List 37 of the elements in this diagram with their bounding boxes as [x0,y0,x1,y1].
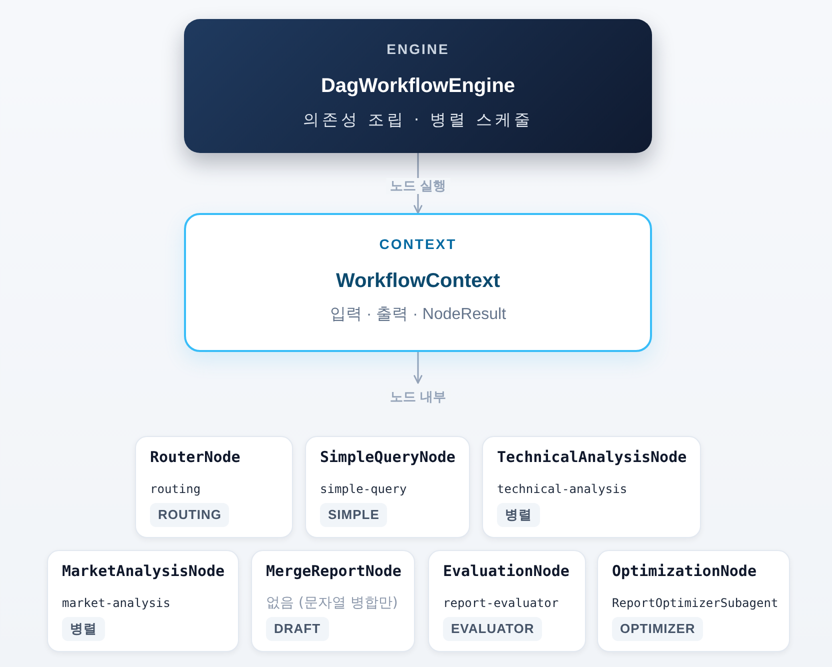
box-subtitle: 의존성 조립 · 병렬 스케줄 [302,109,534,131]
node-card [305,436,470,538]
arrow [414,352,422,384]
node-card [597,550,790,652]
box-subtitle: 입력 · 출력 · NodeResult [330,305,506,325]
node-card [47,550,239,652]
card-title: OptimizationNode [612,561,756,581]
tag-badge: EVALUATOR [443,617,542,641]
tag-badge: SIMPLE [320,503,388,527]
card-title: MarketAnalysisNode [62,561,225,581]
section-label: ENGINE [386,40,450,58]
card-subtitle: 없음 (문자열 병합만) [266,595,398,611]
card-subtitle: ReportOptimizerSubagent [612,595,778,611]
card-subtitle: routing [150,481,201,497]
tag-badge: 병렬 [62,617,105,641]
engine-box [184,19,652,153]
node-card [428,550,586,652]
tag-badge: DRAFT [266,617,329,641]
card-title: MergeReportNode [266,561,402,581]
card-subtitle: report-evaluator [443,595,559,611]
section-label: CONTEXT [379,235,457,253]
card-title: RouterNode [150,447,240,467]
tag-badge: ROUTING [150,503,230,527]
card-title: SimpleQueryNode [320,447,456,467]
box-title: WorkflowContext [336,269,500,294]
card-title: EvaluationNode [443,561,570,581]
tag-badge: 병렬 [497,503,540,527]
card-subtitle: simple-query [320,481,407,497]
node-card [251,550,415,652]
node-card [135,436,293,538]
context-box [184,213,652,352]
tag-badge: OPTIMIZER [612,617,704,641]
card-subtitle: market-analysis [62,595,170,611]
card-subtitle: technical-analysis [497,481,628,497]
card-title: TechnicalAnalysisNode [497,447,687,467]
box-title: DagWorkflowEngine [320,74,516,99]
node-card [482,436,701,538]
